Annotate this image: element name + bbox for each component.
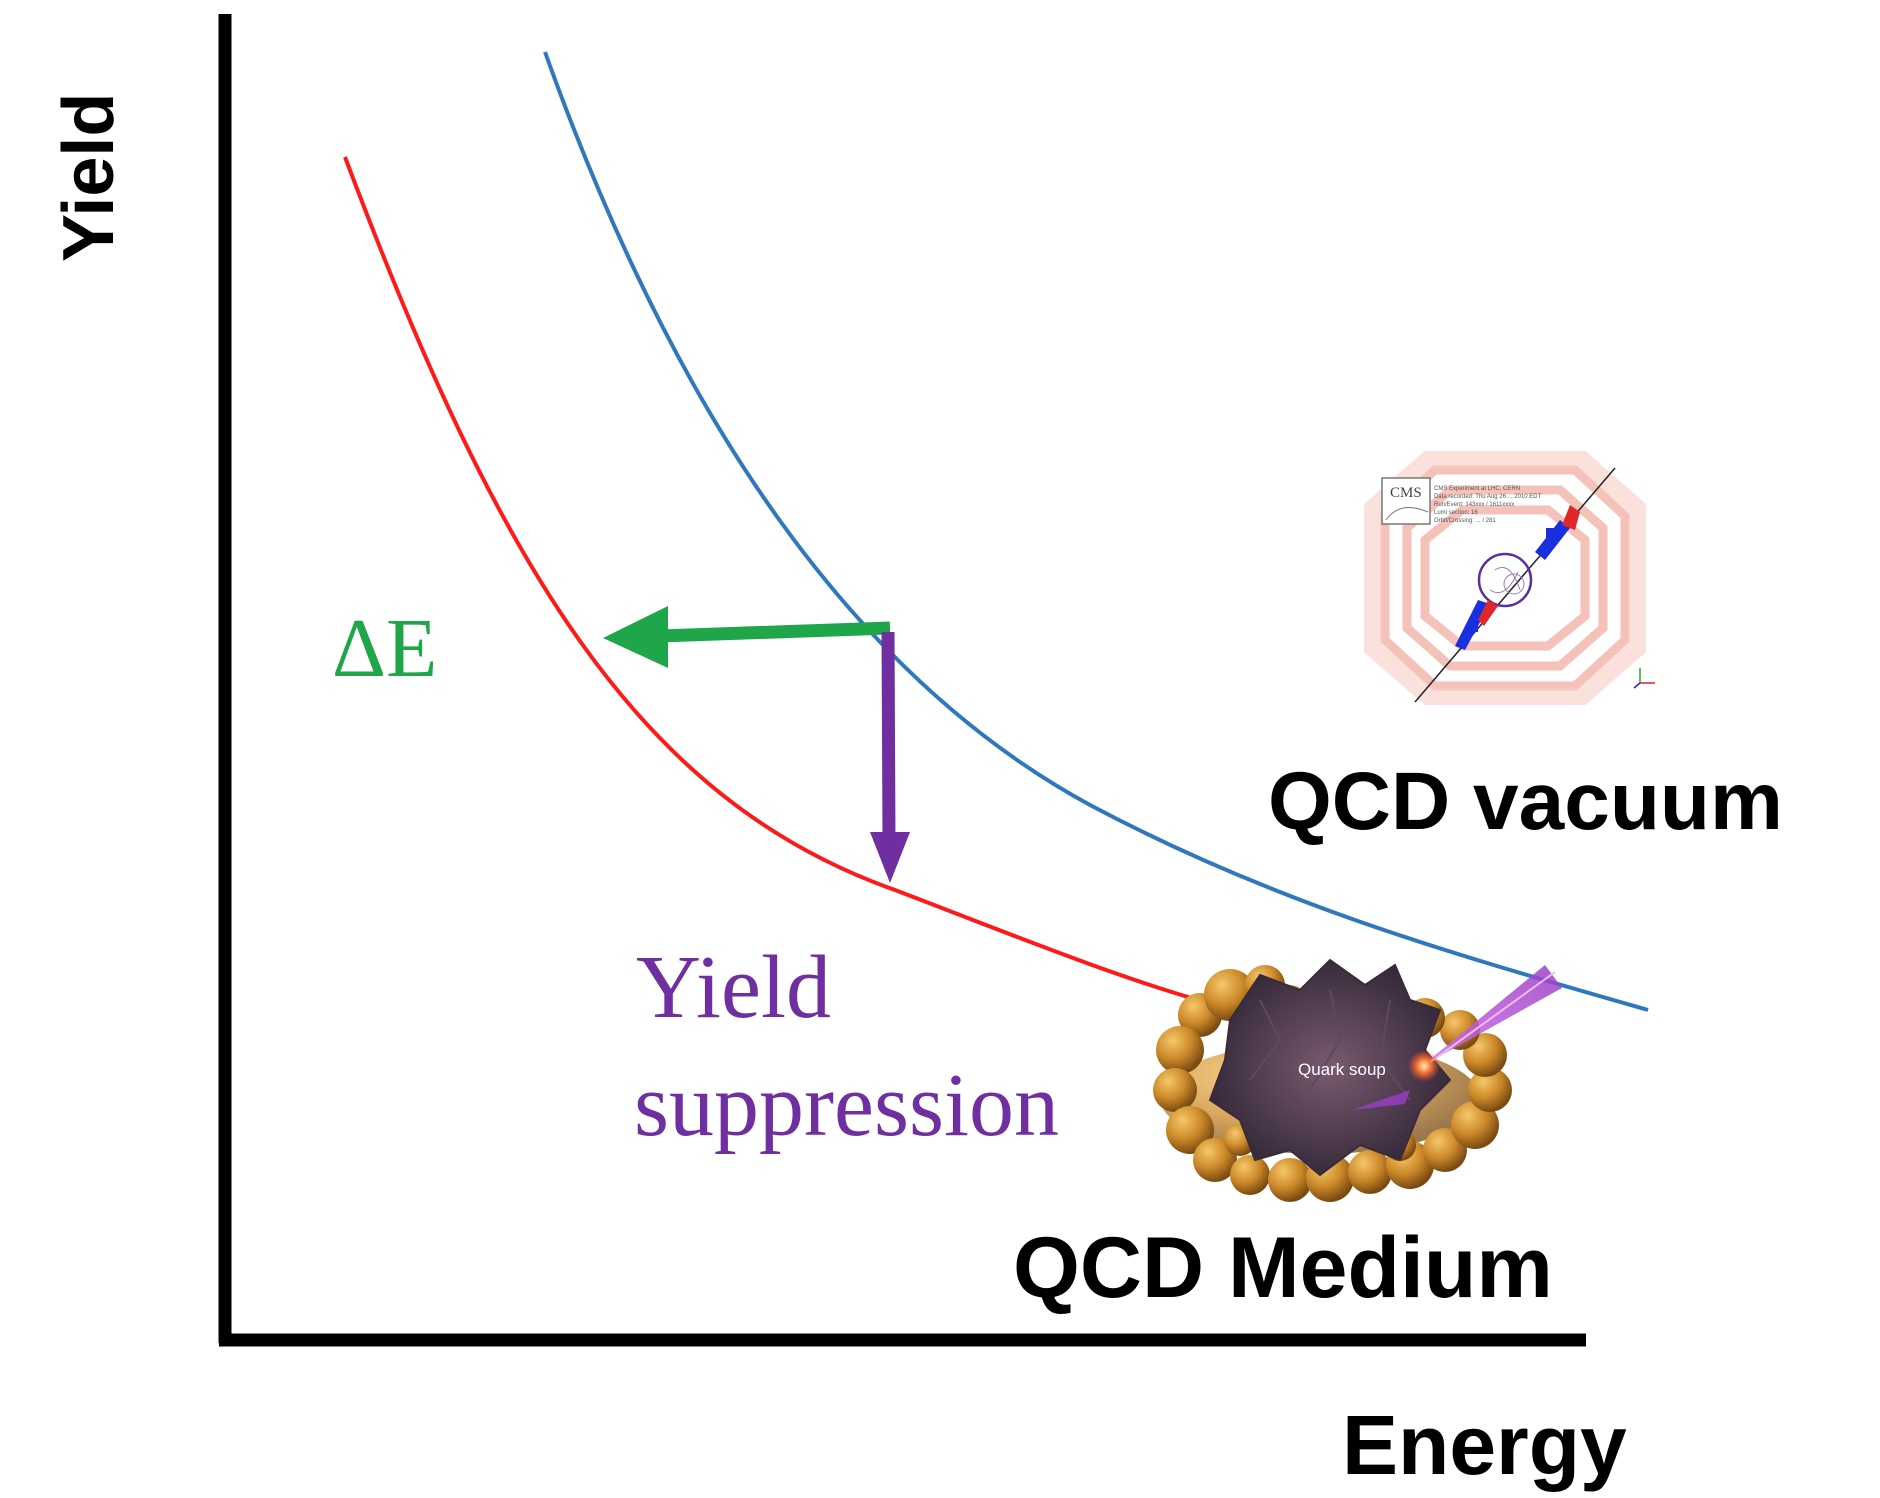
yield-suppression-label-line2: suppression	[634, 1056, 1059, 1155]
event-info-line-4: Lumi section: 16	[1434, 510, 1478, 516]
delta-e-label: ΔE	[332, 602, 437, 695]
medium-spectrum-curve	[343, 156, 1206, 1004]
cms-logo-text: CMS	[1390, 485, 1422, 501]
yield-suppression-arrow	[870, 631, 910, 883]
x-axis-label: Energy	[1342, 1398, 1627, 1492]
y-axis-label: Yield	[49, 93, 129, 262]
axes: Yield Energy	[49, 14, 1627, 1492]
axis-triad-icon	[1633, 668, 1655, 689]
quark-soup-illustration: Quark soup	[1153, 958, 1562, 1202]
qcd-vacuum-label: QCD vacuum	[1268, 756, 1783, 847]
event-info-line-2: Data recorded: Thu Aug 26 ... 2010 EDT	[1434, 494, 1542, 500]
event-info-line-3: Run/Event: 143xxx / 1611xxxx	[1434, 502, 1514, 508]
quark-soup-caption: Quark soup	[1298, 1060, 1386, 1079]
event-info-line-5: Orbit/Crossing: ... / 281	[1434, 518, 1496, 524]
vacuum-spectrum-curve	[543, 51, 1649, 1012]
yield-suppression-label-line1: Yield	[636, 938, 831, 1037]
jet-cone	[1422, 965, 1562, 1066]
energy-loss-arrow	[603, 606, 891, 668]
qcd-medium-label: QCD Medium	[1013, 1220, 1553, 1316]
cms-logo-box	[1381, 477, 1431, 525]
event-info-line-1: CMS Experiment at LHC, CERN	[1434, 486, 1520, 492]
cms-event-display: CMS CMS Experiment at LHC, CERN Data rec…	[1364, 451, 1655, 705]
